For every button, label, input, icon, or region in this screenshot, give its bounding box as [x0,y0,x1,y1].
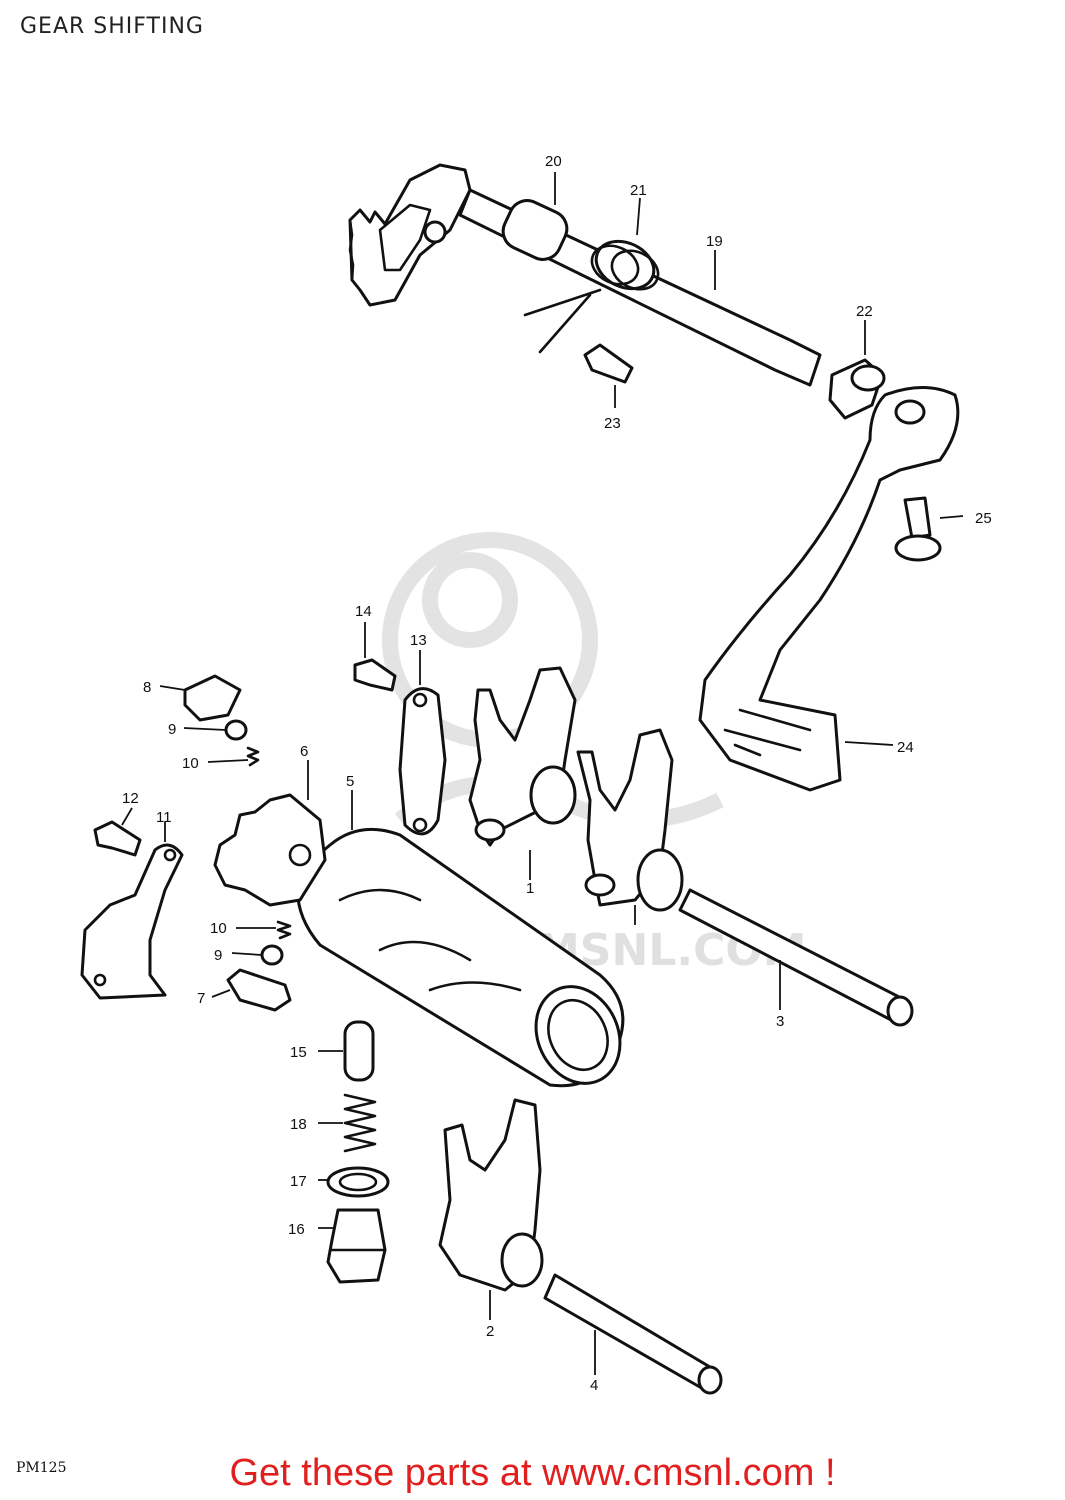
diagram-code: PM125 [16,1460,67,1476]
pawl-7 [226,968,292,1012]
spring-10-lower [276,920,292,940]
label-2: 2 [486,1323,494,1340]
label-6: 6 [300,743,308,760]
label-4: 4 [590,1377,598,1394]
spring-18 [343,1093,377,1153]
label-24: 24 [897,739,914,756]
shift-fork-1a [468,666,577,847]
label-21: 21 [630,182,647,199]
pin-9-lower [260,944,284,966]
label-9-upper: 9 [168,721,176,738]
return-spring [523,239,660,354]
callout-labels: 20 21 19 22 23 25 24 14 13 8 9 10 6 5 12… [122,153,992,1394]
bolt-23 [583,343,634,384]
label-14: 14 [355,603,372,620]
label-5: 5 [346,773,354,790]
label-16: 16 [288,1221,305,1238]
label-18: 18 [290,1116,307,1133]
label-22: 22 [856,303,873,320]
label-8: 8 [143,679,151,696]
washer-17 [326,1166,390,1198]
shift-cam-5 [296,827,625,1088]
bolt-14 [353,658,397,692]
pin-9-upper [224,719,248,741]
shift-fork-2 [438,1098,544,1292]
bolt-12 [93,820,142,857]
label-10-upper: 10 [182,755,199,772]
spring-10-upper [246,746,260,767]
label-13: 13 [410,632,427,649]
stopper-plate-13 [398,687,447,836]
shift-lever-24 [698,386,960,792]
page-title: GEAR SHIFTING [20,14,204,39]
plunger-15 [343,1020,375,1082]
label-15: 15 [290,1044,307,1061]
bushing-22 [828,358,886,420]
label-7: 7 [197,990,205,1007]
cam-guide-11 [80,843,184,1000]
label-25: 25 [975,510,992,527]
footer-link[interactable]: Get these parts at www.cmsnl.com ! [229,1452,836,1494]
label-19: 19 [706,233,723,250]
label-9-lower: 9 [214,947,222,964]
label-23: 23 [604,415,621,432]
label-11: 11 [156,809,172,826]
label-1: 1 [526,880,534,897]
label-10-lower: 10 [210,920,227,937]
leader-lines [121,172,964,1375]
fork-shaft-3 [678,888,914,1027]
label-3: 3 [776,1013,784,1030]
shift-shaft-assembly [348,163,886,420]
label-12: 12 [122,790,139,807]
fork-shaft-4 [543,1273,723,1395]
cam-gear-6 [213,793,327,907]
shift-fork-1b [576,728,684,912]
bolt-25 [894,496,942,562]
plug-16 [326,1208,387,1284]
label-20: 20 [545,153,562,170]
pawl-8 [183,674,242,722]
label-17: 17 [290,1173,307,1190]
